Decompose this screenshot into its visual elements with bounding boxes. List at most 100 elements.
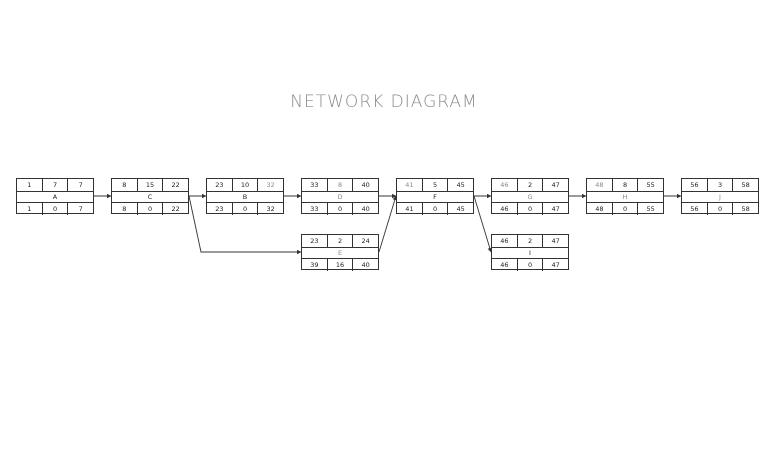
node-top-cell: 5 (423, 179, 449, 191)
node-name-row: A (17, 191, 93, 203)
edge-e-f (378, 195, 397, 253)
node-bottom-cell: 23 (207, 203, 233, 215)
node-top-cell: 33 (302, 179, 328, 191)
node-top-cell: 41 (397, 179, 423, 191)
node-bottom-cell: 0 (708, 203, 734, 215)
node-bottom-cell: 41 (397, 203, 423, 215)
node-name: E (337, 249, 343, 257)
node-bottom-cell: 46 (492, 259, 518, 271)
node-name: C (147, 193, 153, 201)
node-bottom-cell: 58 (741, 205, 750, 213)
node-bottom-cell: 55 (646, 205, 655, 213)
node-top-cell: 8 (328, 179, 354, 191)
node-bottom-cell: 46 (492, 203, 518, 215)
diagram-title: NETWORK DIAGRAM (290, 92, 478, 112)
node-name: G (527, 193, 533, 201)
node-bottom-cell: 47 (551, 205, 560, 213)
node-bottom-cell: 0 (233, 203, 259, 215)
node-bottom-cell: 56 (682, 203, 708, 215)
node-name: D (337, 193, 343, 201)
node-bottom-cell: 8 (112, 203, 138, 215)
node-name: J (719, 193, 721, 201)
node-bottom-cell: 0 (138, 203, 164, 215)
node-top-cell: 46 (492, 179, 518, 191)
node-bottom-cell: 48 (587, 203, 613, 215)
node-name: F (433, 193, 437, 201)
node-top-cell: 46 (492, 235, 518, 247)
node-bottom-cell: 0 (43, 203, 69, 215)
node-top-cell: 7 (43, 179, 69, 191)
node-top-cell: 55 (646, 181, 655, 189)
node-top-cell: 2 (328, 235, 354, 247)
node-bottom-cell: 22 (171, 205, 180, 213)
node-name: I (529, 249, 531, 257)
node-top-cell: 45 (456, 181, 465, 189)
node-bottom-cell: 45 (456, 205, 465, 213)
node-name: A (52, 193, 58, 201)
node-bottom-cell: 32 (266, 205, 275, 213)
node-top-cell: 8 (112, 179, 138, 191)
node-top-cell: 48 (587, 179, 613, 191)
node-bottom-cell: 47 (551, 261, 560, 269)
edge-f-i (473, 195, 492, 253)
node-bottom-cell: 0 (423, 203, 449, 215)
node-bottom-cell: 40 (361, 205, 370, 213)
node-bottom-cell: 0 (613, 203, 639, 215)
node-bottom-cell: 0 (518, 259, 544, 271)
edge-c-e (188, 195, 302, 255)
node-top-cell: 22 (171, 181, 180, 189)
node-name-row: G (492, 191, 568, 203)
node-bottom-cell: 39 (302, 259, 328, 271)
node-top-cell: 40 (361, 181, 370, 189)
node-top-cell: 1 (17, 179, 43, 191)
node-top-cell: 3 (708, 179, 734, 191)
node-name-row: D (302, 191, 378, 203)
node-bottom-cell: 40 (361, 261, 370, 269)
node-top-cell: 47 (551, 181, 560, 189)
node-name: H (622, 193, 628, 201)
node-top-cell: 2 (518, 235, 544, 247)
node-bottom-cell: 1 (17, 203, 43, 215)
node-top-cell: 23 (302, 235, 328, 247)
node-name-row: J (682, 191, 758, 203)
node-name-row: B (207, 191, 283, 203)
node-bottom-cell: 16 (328, 259, 354, 271)
node-top-cell: 2 (518, 179, 544, 191)
node-top-cell: 24 (361, 237, 370, 245)
node-name: B (242, 193, 248, 201)
node-top-cell: 58 (741, 181, 750, 189)
node-top-cell: 15 (138, 179, 164, 191)
node-name-row: H (587, 191, 663, 203)
node-name-row: F (397, 191, 473, 203)
node-bottom-cell: 0 (518, 203, 544, 215)
